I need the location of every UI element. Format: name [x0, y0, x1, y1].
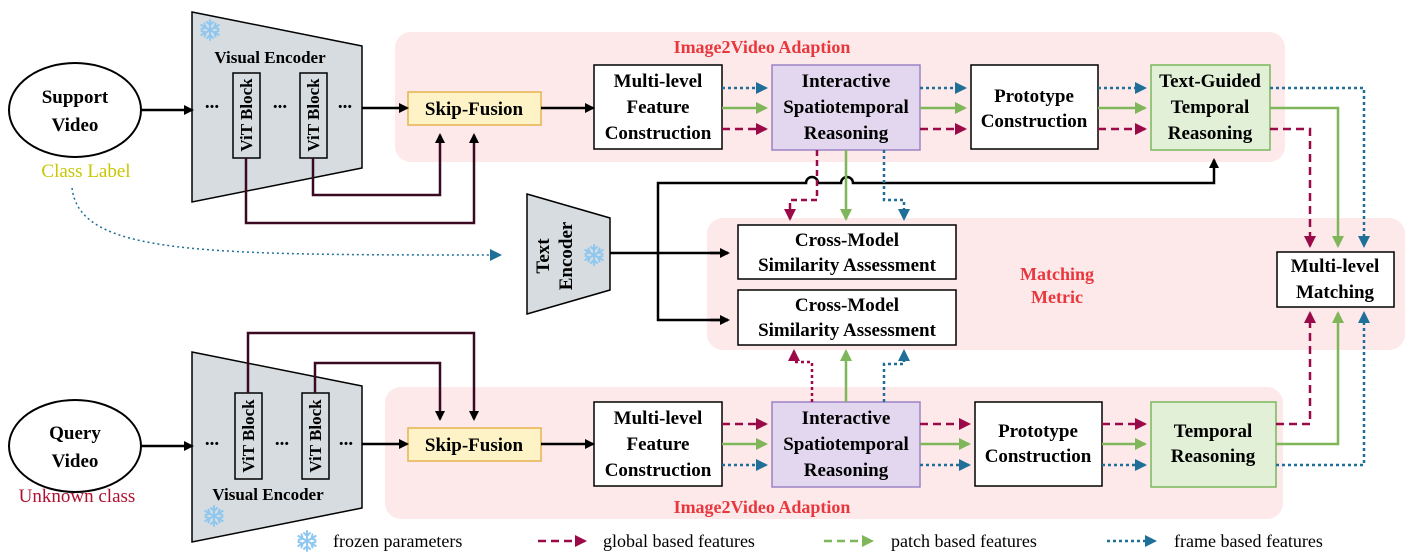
support-vit-block-1-label: ViT Block: [237, 78, 256, 152]
query-mfc-l3: Construction: [605, 460, 712, 481]
query-isr-l2: Spatiotemporal: [783, 434, 909, 455]
class-label-text: Class Label: [41, 161, 130, 182]
legend-frame-label: frame based features: [1174, 531, 1323, 551]
support-dots-2: ...: [273, 92, 287, 113]
query-dots-1: ...: [205, 429, 219, 450]
support-proto-box: [970, 64, 1099, 150]
support-tgtr-to-matching-global: [1270, 127, 1316, 248]
query-region-title: Image2Video Adaption: [674, 497, 851, 517]
support-video-line1: Support: [42, 87, 109, 108]
support-isr-l3: Reasoning: [804, 123, 889, 144]
support-skip-fusion-label: Skip-Fusion: [425, 99, 524, 120]
query-isr-l1: Interactive: [802, 408, 891, 429]
cmsa-bottom-l2: Similarity Assessment: [758, 320, 937, 341]
query-mfc-l2: Feature: [627, 434, 690, 455]
query-isr-box: [771, 401, 921, 488]
query-proto-box: [974, 401, 1103, 487]
text-encoder-l2: Encoder: [556, 221, 577, 290]
class-label-to-text-encoder-connector: [71, 187, 502, 261]
query-tr-to-matching-global: [1276, 311, 1316, 426]
support-mfc-box: [593, 64, 723, 150]
query-tr-l1: Temporal: [1174, 421, 1252, 442]
mlm-l2: Matching: [1296, 282, 1375, 303]
cmsa-box-top: [737, 224, 957, 280]
query-dots-3: ...: [339, 429, 353, 450]
unknown-class-text: Unknown class: [19, 486, 136, 507]
cmsa-bottom-l1: Cross-Model: [795, 295, 899, 316]
query-visual-encoder-label: Visual Encoder: [212, 485, 324, 504]
query-skip-connection-1: [246, 331, 479, 421]
query-tr-box: [1150, 401, 1277, 488]
legend-global-label: global based features: [603, 531, 755, 551]
support-mfc-l3: Construction: [605, 123, 712, 144]
legend-frozen-label: frozen parameters: [333, 531, 462, 551]
support-mfc-l2: Feature: [627, 97, 690, 118]
cmsa-top-l2: Similarity Assessment: [758, 255, 937, 276]
support-video-line2: Video: [52, 115, 99, 136]
query-isr-l3: Reasoning: [804, 460, 889, 481]
query-vit-block-1-label: ViT Block: [239, 399, 258, 473]
support-visual-encoder-label: Visual Encoder: [214, 48, 326, 67]
support-tgtr-box: [1150, 64, 1271, 151]
support-isr-l1: Interactive: [802, 71, 891, 92]
query-dots-2: ...: [275, 429, 289, 450]
query-skip-fusion-label: Skip-Fusion: [425, 435, 524, 456]
mlm-l1: Multi-level: [1291, 256, 1380, 277]
legend: frozen parameters global based features …: [297, 530, 1323, 552]
legend-patch-label: patch based features: [891, 531, 1037, 551]
support-video-node: [8, 62, 142, 158]
support-vit-block-2-label: ViT Block: [304, 78, 323, 152]
cmsa-box-bottom: [737, 289, 957, 346]
support-vit-block-2: [299, 72, 328, 159]
support-isr-to-cmsa-global: [784, 150, 819, 221]
query-tr-to-matching-patch: [1276, 311, 1344, 446]
support-isr-box: [771, 64, 921, 151]
query-proto-l1: Prototype: [998, 421, 1078, 442]
support-isr-to-cmsa-frame: [882, 150, 910, 221]
support-tgtr-to-matching-frame: [1270, 86, 1370, 248]
query-vit-block-2-label: ViT Block: [306, 399, 325, 473]
support-skip-fusion: [407, 91, 542, 126]
support-proto-l1: Prototype: [994, 86, 1074, 107]
text-encoder: [526, 193, 611, 315]
support-tgtr-l3: Reasoning: [1168, 123, 1253, 144]
query-tr-l2: Reasoning: [1171, 446, 1256, 467]
support-tgtr-l2: Temporal: [1171, 97, 1249, 118]
cmsa-top-l1: Cross-Model: [795, 230, 899, 251]
text-encoder-to-matching-connector: [610, 160, 1214, 322]
support-dots-3: ...: [338, 92, 352, 113]
support-skip-connection-2: [311, 133, 445, 197]
support-tgtr-to-matching-patch: [1270, 106, 1344, 248]
query-video-line1: Query: [49, 423, 101, 444]
support-vit-block-1: [232, 72, 261, 159]
query-vit-block-1: [234, 392, 263, 480]
support-tgtr-l1: Text-Guided: [1159, 71, 1261, 92]
query-proto-l2: Construction: [985, 446, 1092, 467]
support-isr-l2: Spatiotemporal: [783, 97, 909, 118]
support-dots-1: ...: [205, 92, 219, 113]
query-isr-to-cmsa-global: [788, 349, 814, 402]
matching-region-title-2: Metric: [1031, 287, 1083, 307]
query-mfc-l1: Multi-level: [614, 408, 703, 429]
support-skip-connection-1: [244, 133, 479, 225]
matching-region-title-1: Matching: [1020, 264, 1094, 284]
query-skip-connection-2: [313, 361, 445, 421]
support-proto-l2: Construction: [981, 111, 1088, 132]
multi-level-matching-box: [1276, 251, 1395, 308]
query-video-node: [8, 399, 142, 493]
snowflake-icon: [297, 530, 317, 552]
query-video-line2: Video: [52, 451, 99, 472]
query-isr-to-cmsa-frame: [882, 349, 910, 402]
support-region-title: Image2Video Adaption: [674, 37, 851, 57]
text-encoder-l1: Text: [533, 238, 554, 274]
support-mfc-l1: Multi-level: [614, 71, 703, 92]
